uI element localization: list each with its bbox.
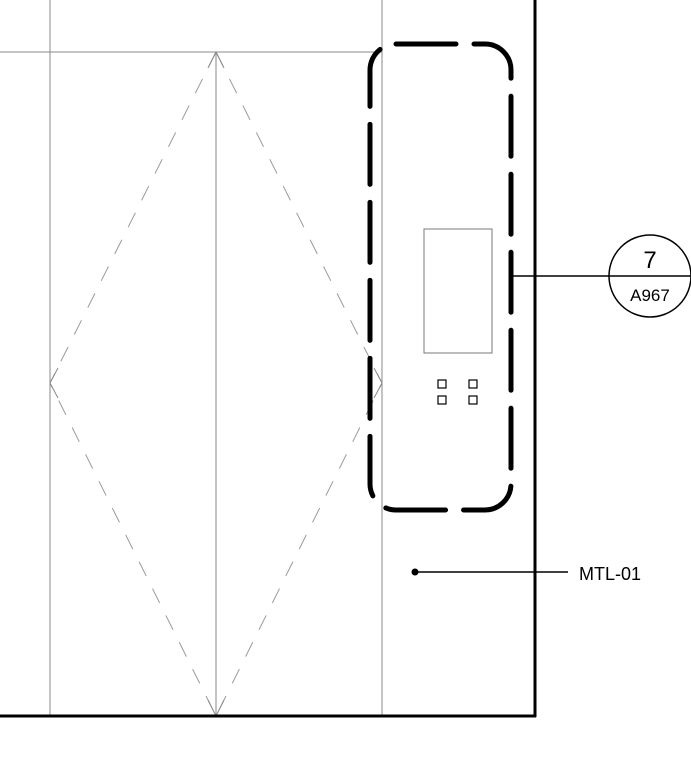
panel-button-3 [437,395,447,405]
right-hinge-tick [373,367,383,399]
panel-button-1 [437,379,447,389]
detail-tag-sheet: A967 [630,286,670,305]
material-tag-label: MTL-01 [579,564,641,584]
panel-button-2 [468,379,478,389]
left-door-swing-line [49,51,217,717]
top-hinge-tick [207,50,225,69]
control-panel-display [423,228,493,354]
detail-callout-boundary [367,41,514,513]
left-hinge-tick [49,367,59,399]
right-door-swing-line [215,51,383,717]
panel-button-4 [468,395,478,405]
detail-tag-number: 7 [643,247,656,274]
